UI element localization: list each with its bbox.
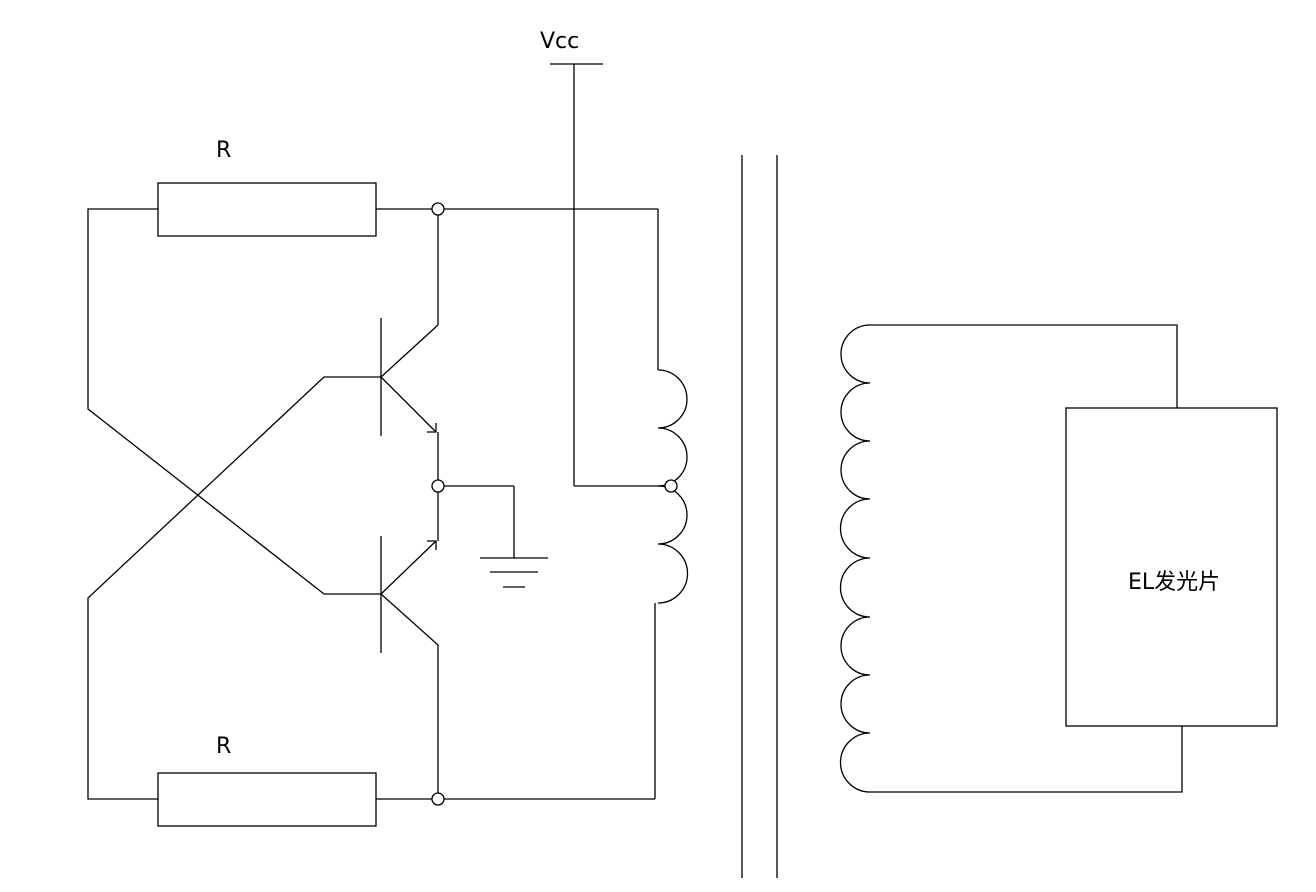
transistor-q1 — [380, 318, 439, 541]
junction-nodes — [431, 202, 445, 806]
resistor-bottom: R — [157, 734, 377, 827]
resistor-bottom-label: R — [216, 734, 231, 759]
resistor-top-label: R — [216, 138, 231, 163]
ground-symbol — [438, 485, 548, 588]
transformer-secondary-coil — [839, 324, 1183, 793]
center-tap-node — [664, 479, 678, 493]
cross-coupling-wires — [87, 208, 381, 800]
transformer-core — [741, 155, 778, 878]
el-panel-load: EL发光片 — [1065, 407, 1278, 727]
transistor-q2 — [380, 536, 439, 653]
bottom-collector-wire — [376, 603, 656, 800]
vcc-label: Vcc — [540, 29, 579, 54]
vcc-supply: Vcc — [540, 29, 665, 487]
transformer-primary-coil — [657, 369, 689, 604]
resistor-top: R — [157, 138, 377, 237]
el-panel-label: EL发光片 — [1128, 570, 1220, 595]
top-collector-wire — [376, 208, 659, 370]
